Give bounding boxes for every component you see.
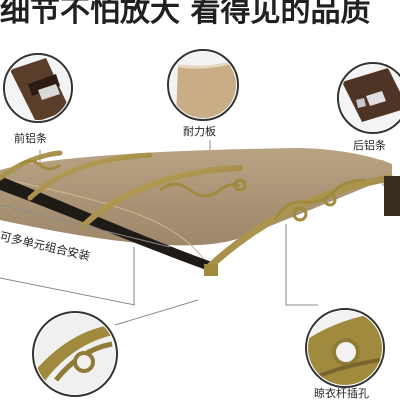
- front-aluminum-bar: [0, 176, 212, 272]
- panel-label: 耐力板: [183, 125, 216, 138]
- wall-bracket: [384, 176, 400, 216]
- rear-bar-label: 后铝条: [353, 139, 386, 152]
- bracket-callout: [32, 311, 118, 397]
- gold-ribs: [0, 150, 394, 272]
- hanger-hole-callout: [305, 308, 385, 388]
- front-bar-callout: [3, 53, 73, 123]
- modular-annotation: 可多单元组合安装: [0, 226, 150, 296]
- modular-note: 可多单元组合安装: [0, 228, 92, 264]
- banner-slogan: 细节不怕放大 看得见的品质: [0, 0, 371, 29]
- hanger-hole-label: 晾衣杆插孔: [314, 387, 369, 400]
- scroll-brackets: [19, 159, 366, 222]
- rear-bar-callout: [337, 62, 400, 134]
- panel-callout: [167, 49, 239, 121]
- front-bar-label: 前铝条: [14, 132, 47, 145]
